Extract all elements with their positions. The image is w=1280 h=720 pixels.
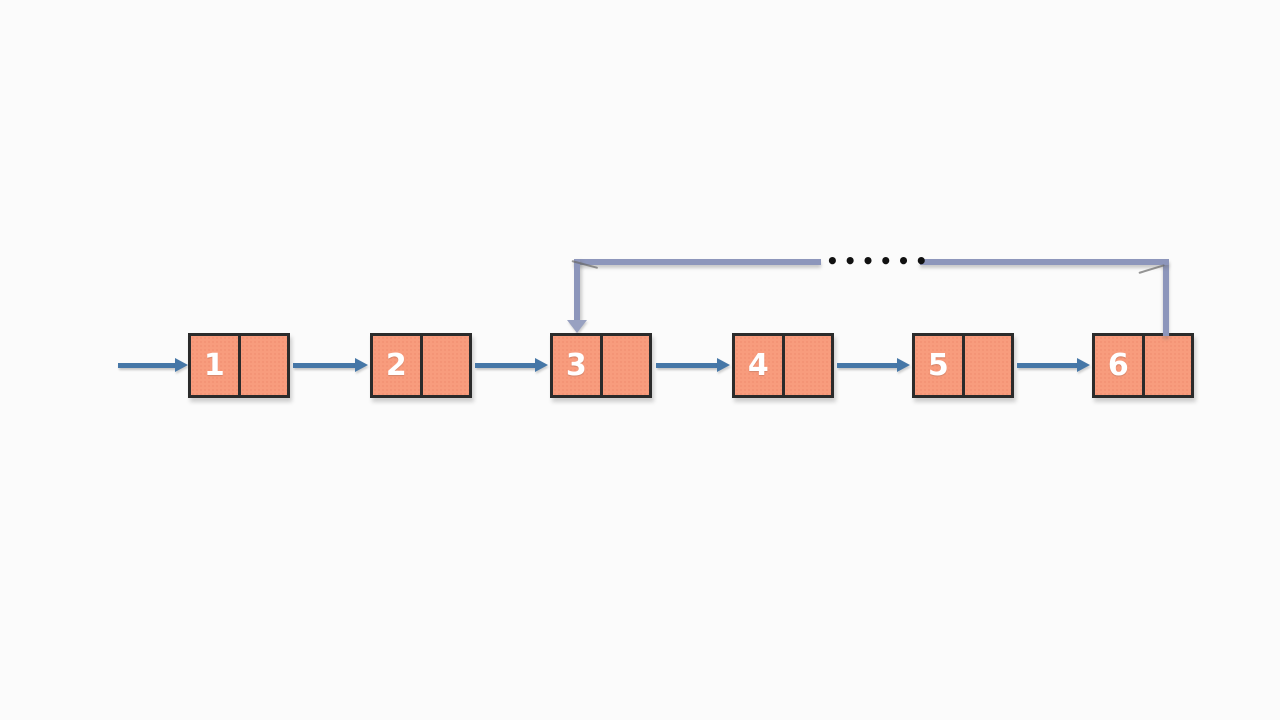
- node-value: 2: [385, 347, 407, 383]
- node-value-cell: 1: [191, 336, 238, 395]
- node-value: 5: [927, 347, 949, 383]
- node-pointer-cell: [964, 336, 1011, 395]
- node-value-cell: 6: [1095, 336, 1142, 395]
- node-value: 3: [565, 347, 587, 383]
- cycle-edge-vertical-down: [574, 259, 580, 320]
- node-value-cell: 4: [735, 336, 782, 395]
- node-value: 1: [203, 347, 225, 383]
- list-node-4: 4: [732, 333, 834, 398]
- node-pointer-cell: [422, 336, 469, 395]
- next-arrow-4-5: [837, 363, 897, 368]
- node-value-cell: 2: [373, 336, 420, 395]
- list-node-3: 3: [550, 333, 652, 398]
- node-pointer-cell: [602, 336, 649, 395]
- node-value: 6: [1107, 347, 1129, 383]
- list-node-6: 6: [1092, 333, 1194, 398]
- cycle-ellipsis-dots: ••••••: [826, 249, 933, 273]
- node-pointer-cell: [1144, 336, 1191, 395]
- list-node-2: 2: [370, 333, 472, 398]
- node-pointer-cell: [240, 336, 287, 395]
- cycle-edge-top-left: [574, 259, 821, 265]
- head-arrow: [118, 363, 175, 368]
- list-node-5: 5: [912, 333, 1014, 398]
- cycle-arrowhead-down-icon: [567, 320, 587, 333]
- next-arrow-2-3: [475, 363, 535, 368]
- next-arrow-5-6: [1017, 363, 1077, 368]
- node-value: 4: [747, 347, 769, 383]
- cycle-edge-top-right: [920, 259, 1169, 265]
- corner-stroke-right: [1138, 264, 1165, 274]
- node-value-cell: 3: [553, 336, 600, 395]
- node-value-cell: 5: [915, 336, 962, 395]
- next-arrow-1-2: [293, 363, 355, 368]
- node-pointer-cell: [784, 336, 831, 395]
- next-arrow-3-4: [656, 363, 717, 368]
- cycle-edge-vertical-up: [1163, 260, 1169, 336]
- list-node-1: 1: [188, 333, 290, 398]
